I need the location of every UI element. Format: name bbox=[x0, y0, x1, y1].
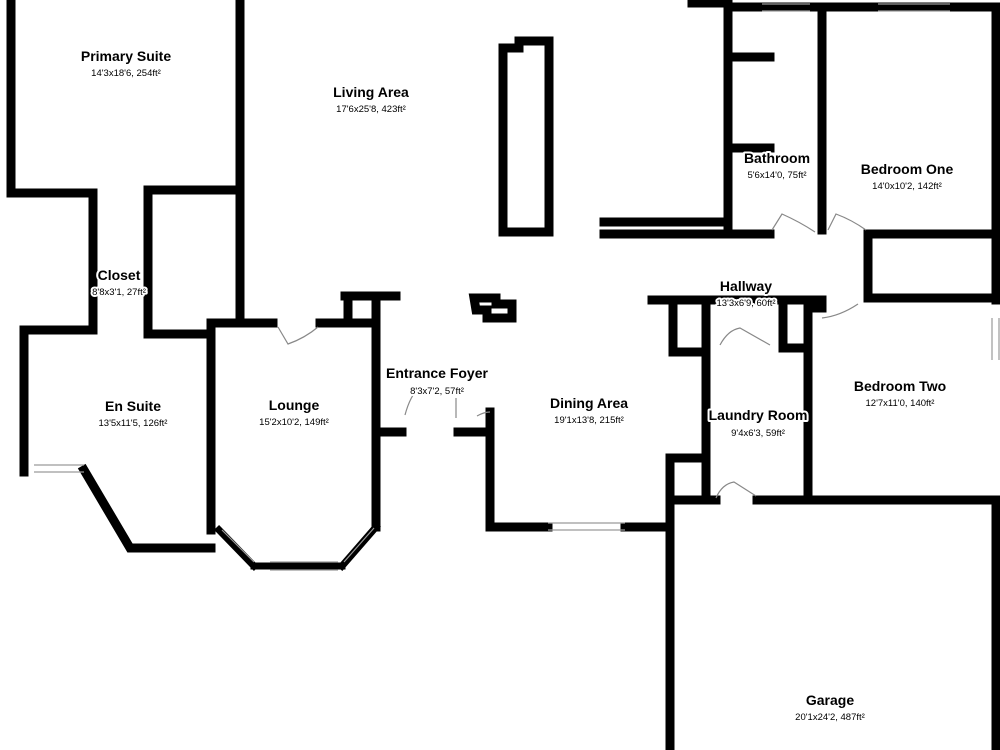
room-dining-area: Dining Area 19'1x13'8, 215ft² bbox=[550, 395, 628, 426]
room-name: Lounge bbox=[269, 397, 320, 413]
room-name: Primary Suite bbox=[81, 48, 171, 64]
room-dimensions: 20'1x24'2, 487ft² bbox=[795, 712, 865, 723]
room-name: Dining Area bbox=[550, 395, 628, 411]
room-name: Bathroom bbox=[744, 150, 810, 166]
room-laundry-room: Laundry Room 9'4x6'3, 59ft² bbox=[707, 405, 810, 441]
room-closet: Closet 8'8x3'1, 27ft² bbox=[90, 265, 148, 300]
room-entrance-foyer: Entrance Foyer 8'3x7'2, 57ft² bbox=[384, 363, 490, 399]
room-dimensions: 14'0x10'2, 142ft² bbox=[872, 181, 942, 192]
room-bedroom-two: Bedroom Two 12'7x11'0, 140ft² bbox=[854, 378, 946, 409]
room-dimensions: 9'4x6'3, 59ft² bbox=[731, 428, 785, 439]
room-name: Garage bbox=[806, 692, 854, 708]
room-lounge: Lounge 15'2x10'2, 149ft² bbox=[259, 397, 329, 428]
room-primary-suite: Primary Suite 14'3x18'6, 254ft² bbox=[81, 48, 171, 79]
room-dimensions: 5'6x14'0, 75ft² bbox=[747, 170, 806, 181]
room-garage: Garage 20'1x24'2, 487ft² bbox=[795, 692, 865, 723]
room-dimensions: 14'3x18'6, 254ft² bbox=[91, 68, 161, 79]
room-name: Closet bbox=[98, 267, 141, 283]
room-en-suite: En Suite 13'5x11'5, 126ft² bbox=[99, 398, 168, 429]
room-dimensions: 19'1x13'8, 215ft² bbox=[554, 415, 624, 426]
room-living-area: Living Area 17'6x25'8, 423ft² bbox=[333, 84, 409, 115]
room-name: Living Area bbox=[333, 84, 409, 100]
room-labels: Primary Suite 14'3x18'6, 254ft² Living A… bbox=[81, 48, 954, 723]
room-name: Entrance Foyer bbox=[386, 365, 488, 381]
room-name: Bedroom One bbox=[861, 161, 954, 177]
room-bathroom: Bathroom 5'6x14'0, 75ft² bbox=[742, 148, 812, 183]
room-dimensions: 12'7x11'0, 140ft² bbox=[866, 398, 935, 409]
room-dimensions: 8'8x3'1, 27ft² bbox=[92, 287, 146, 298]
doors bbox=[277, 213, 867, 499]
room-name: Hallway bbox=[720, 278, 772, 294]
room-name: Bedroom Two bbox=[854, 378, 946, 394]
room-bedroom-one: Bedroom One 14'0x10'2, 142ft² bbox=[861, 161, 954, 192]
walls bbox=[6, 0, 1000, 750]
room-dimensions: 13'3x6'9, 60ft² bbox=[716, 298, 775, 309]
room-name: Laundry Room bbox=[709, 407, 808, 423]
room-dimensions: 17'6x25'8, 423ft² bbox=[336, 104, 406, 115]
room-hallway: Hallway 13'3x6'9, 60ft² bbox=[714, 276, 777, 311]
room-name: En Suite bbox=[105, 398, 161, 414]
room-dimensions: 13'5x11'5, 126ft² bbox=[99, 418, 168, 429]
room-dimensions: 15'2x10'2, 149ft² bbox=[259, 417, 329, 428]
windows bbox=[34, 3, 1000, 571]
room-dimensions: 8'3x7'2, 57ft² bbox=[410, 386, 464, 397]
